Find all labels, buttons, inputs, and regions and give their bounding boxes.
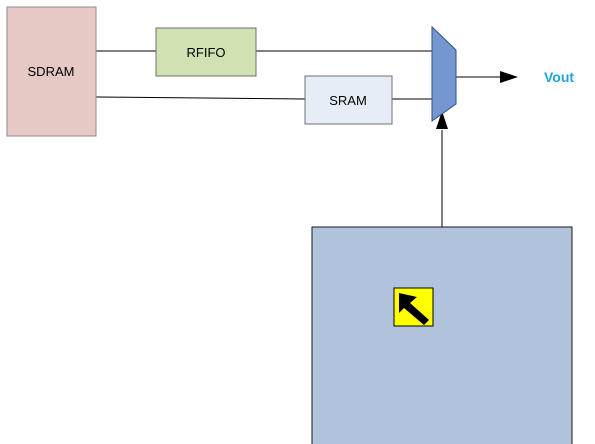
wires [95,50,500,227]
sdram-label: SDRAM [28,64,75,79]
wire-sdram-to-sram [95,96,306,100]
select-arrowhead [436,111,448,129]
rfifo-box [155,27,257,77]
vout-label: Vout [544,69,574,85]
arrow-cursor-icon[interactable] [393,287,434,327]
sdram-box [6,6,97,137]
sram-box [304,75,393,125]
cursor-arrow-shape [399,293,429,325]
control-box [311,226,573,444]
rfifo-label: RFIFO [187,45,226,60]
multiplexer [431,25,457,122]
rfifo-block: RFIFO [155,27,257,77]
output-arrowhead [500,71,518,83]
control-block [311,226,573,444]
sram-block: SRAM [304,75,393,125]
sdram-block: SDRAM [6,6,97,137]
sram-label: SRAM [329,93,367,108]
